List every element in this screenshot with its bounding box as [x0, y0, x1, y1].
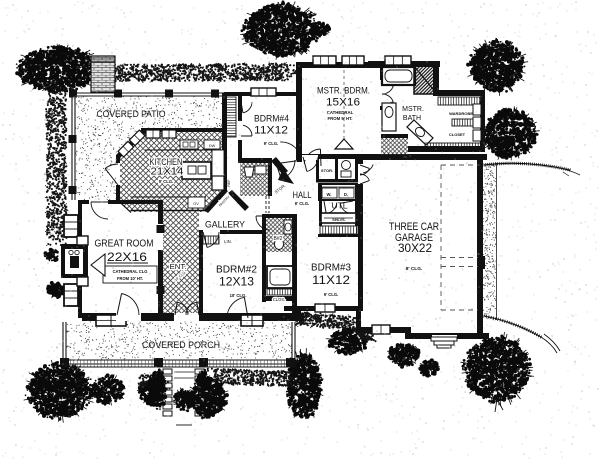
svg-text:9' CLG.: 9' CLG. — [295, 201, 310, 206]
svg-text:HALL: HALL — [293, 190, 312, 201]
svg-text:12X13: 12X13 — [219, 277, 254, 289]
svg-text:CATHEDRAL CLG: CATHEDRAL CLG — [113, 269, 148, 274]
svg-text:GALLERY: GALLERY — [205, 219, 246, 230]
svg-text:FROM 9' HT.: FROM 9' HT. — [328, 116, 353, 121]
svg-text:10' CLG.: 10' CLG. — [230, 293, 247, 298]
svg-text:BDRM#3: BDRM#3 — [311, 263, 351, 274]
svg-text:CATHEDRAL: CATHEDRAL — [327, 110, 354, 115]
svg-text:STOR.: STOR. — [274, 183, 287, 195]
svg-text:GREAT ROOM: GREAT ROOM — [95, 239, 154, 250]
svg-text:D.: D. — [344, 192, 348, 197]
svg-text:FROM 10' HT.: FROM 10' HT. — [117, 276, 143, 281]
svg-text:15X16: 15X16 — [326, 97, 360, 109]
svg-text:SHLVS.: SHLVS. — [332, 218, 345, 222]
svg-text:REF: REF — [227, 179, 231, 187]
svg-text:COVERED PORCH: COVERED PORCH — [142, 340, 220, 350]
svg-text:CLOSET: CLOSET — [449, 132, 466, 137]
svg-text:W.: W. — [327, 192, 332, 197]
svg-text:OV: OV — [193, 202, 199, 206]
svg-text:THREE CAR: THREE CAR — [389, 221, 439, 233]
svg-text:STOR.: STOR. — [321, 168, 333, 173]
svg-text:21X14: 21X14 — [151, 166, 184, 178]
svg-text:BATH: BATH — [403, 115, 421, 122]
svg-text:8' CLG.: 8' CLG. — [406, 266, 423, 272]
svg-text:30X22: 30X22 — [398, 241, 432, 255]
svg-text:BDRM#2: BDRM#2 — [216, 265, 257, 276]
svg-text:UTL: UTL — [332, 202, 349, 211]
svg-text:B#2: B#2 — [274, 236, 283, 242]
svg-text:22X16: 22X16 — [107, 252, 147, 264]
svg-text:ENT.: ENT. — [170, 262, 187, 271]
svg-text:11X12: 11X12 — [312, 275, 350, 287]
svg-text:CLOS.: CLOS. — [273, 297, 286, 302]
svg-text:9' CLG.: 9' CLG. — [264, 141, 279, 146]
svg-text:LIN.: LIN. — [224, 239, 232, 244]
svg-text:MSTR. BDRM.: MSTR. BDRM. — [317, 86, 370, 97]
svg-text:KITCHEN: KITCHEN — [150, 157, 183, 167]
svg-text:MSTR.: MSTR. — [402, 106, 424, 113]
svg-text:BDRM#4: BDRM#4 — [254, 114, 289, 125]
svg-text:GARAGE: GARAGE — [395, 232, 433, 244]
svg-text:9' CLG.: 9' CLG. — [159, 179, 174, 184]
svg-text:11X12: 11X12 — [254, 125, 288, 137]
svg-text:COVERED PATIO: COVERED PATIO — [97, 109, 166, 119]
svg-text:DW: DW — [209, 144, 216, 148]
svg-text:WARDROBE: WARDROBE — [449, 111, 473, 116]
svg-text:9' CLG.: 9' CLG. — [324, 292, 339, 297]
